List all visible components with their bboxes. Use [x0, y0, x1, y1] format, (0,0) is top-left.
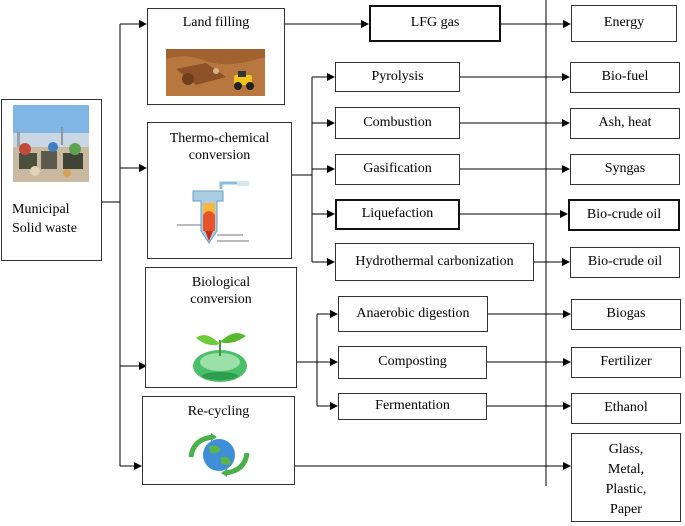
fermentation-box: Fermentation	[338, 393, 487, 420]
landfill-site-photo	[13, 105, 89, 182]
biogas-box: Biogas	[571, 299, 681, 330]
recyclable-glass: Glass,	[608, 442, 644, 457]
gasification-label: Gasification	[363, 161, 432, 177]
ethanol-box: Ethanol	[571, 393, 681, 424]
biogas-label: Biogas	[606, 306, 646, 322]
htc-label: Hydrothermal carbonization	[355, 253, 514, 269]
bio-crude-oil-label-2: Bio-crude oil	[587, 254, 663, 270]
recyclable-metal: Metal,	[607, 462, 645, 477]
bio-fuel-label: Bio-fuel	[601, 69, 649, 85]
recyclable-paper: Paper	[610, 502, 642, 517]
composting-box: Composting	[338, 346, 487, 379]
ethanol-label: Ethanol	[604, 400, 648, 416]
recycling-label: Re-cycling	[187, 404, 250, 419]
syngas-label: Syngas	[604, 161, 646, 177]
fertilizer-label: Fertilizer	[600, 354, 652, 370]
syngas-box: Syngas	[570, 154, 680, 185]
bio-label-line1: Biological	[191, 275, 251, 290]
bio-crude-oil-box-1: Bio-crude oil	[568, 199, 680, 231]
ash-heat-box: Ash, heat	[570, 108, 680, 139]
pyrolysis-label: Pyrolysis	[371, 68, 424, 84]
fertilizer-box: Fertilizer	[571, 347, 681, 378]
bio-crude-oil-box-2: Bio-crude oil	[570, 247, 680, 278]
source-label-line1: Municipal	[12, 202, 70, 217]
energy-box: Energy	[571, 5, 677, 42]
combustion-label: Combustion	[363, 114, 432, 130]
lfg-gas-label: LFG gas	[410, 15, 460, 31]
anaerobic-box: Anaerobic digestion	[338, 296, 488, 332]
liquefaction-box: Liquefaction	[335, 199, 460, 230]
ash-heat-label: Ash, heat	[598, 115, 652, 131]
bio-crude-oil-label-1: Bio-crude oil	[586, 206, 662, 222]
anaerobic-label: Anaerobic digestion	[356, 305, 470, 321]
liquefaction-label: Liquefaction	[361, 206, 434, 222]
biological-box: Biological conversion	[145, 267, 297, 388]
thermo-label-line1: Thermo-chemical	[169, 131, 270, 146]
bio-label-line2: conversion	[190, 291, 252, 307]
land-filling-label: Land filling	[182, 15, 250, 30]
combustion-box: Combustion	[335, 107, 460, 139]
bio-fuel-box: Bio-fuel	[570, 62, 680, 93]
htc-box: Hydrothermal carbonization	[335, 243, 534, 281]
energy-label: Energy	[603, 15, 645, 31]
composting-label: Composting	[378, 354, 447, 370]
thermo-label-line2: conversion	[188, 147, 251, 163]
gasification-box: Gasification	[335, 154, 460, 185]
recycling-box: Re-cycling	[142, 396, 295, 485]
pyrolysis-box: Pyrolysis	[335, 62, 460, 92]
source-label-line2: Solid waste	[12, 221, 77, 236]
source-box: Municipal Solid waste	[1, 99, 102, 261]
reactor-icon	[173, 181, 273, 253]
land-filling-box: Land filling	[147, 8, 285, 105]
recyclable-plastic: Plastic,	[605, 482, 647, 497]
recyclables-box: Glass, Metal, Plastic, Paper	[571, 433, 681, 522]
lfg-gas-box: LFG gas	[369, 5, 501, 42]
landfill-excavation-photo	[166, 49, 265, 96]
recycle-globe-icon	[183, 431, 255, 479]
sprout-globe-icon	[188, 326, 252, 384]
thermo-chemical-box: Thermo-chemical conversion	[147, 122, 292, 259]
fermentation-label: Fermentation	[375, 398, 450, 414]
